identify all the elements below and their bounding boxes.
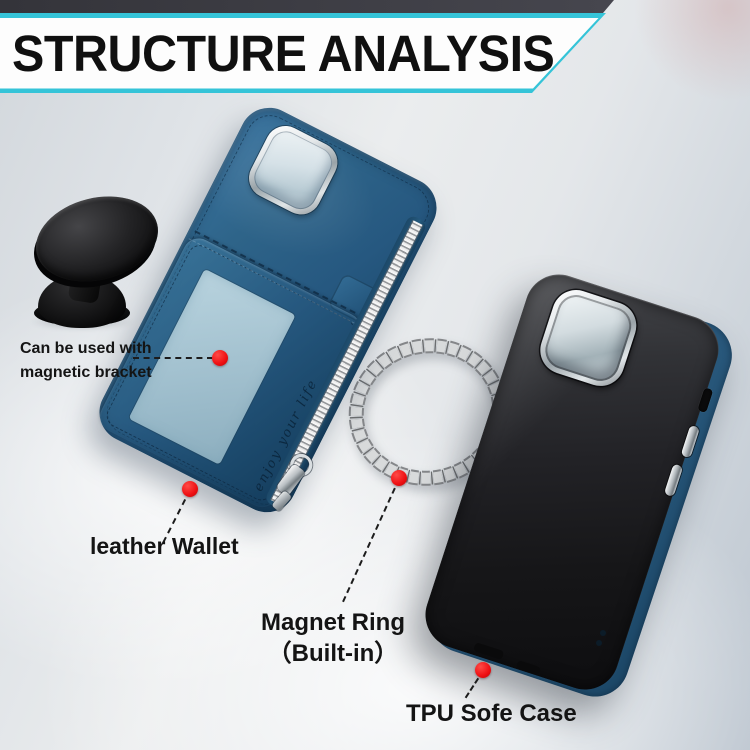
camera-cutout-ring-black (534, 283, 643, 393)
page-title: STRUCTURE ANALYSIS (12, 24, 555, 82)
label-magnet-ring: Magnet Ring （Built-in） (243, 607, 423, 669)
label-magnet-line2: （Built-in） (267, 640, 399, 667)
red-marker-dot-magnet (391, 470, 407, 486)
camera-cutout-opening-black (540, 290, 637, 386)
label-magnet-line1: Magnet Ring (261, 609, 405, 636)
red-marker-dot-wallet (182, 481, 198, 497)
title-banner (0, 13, 606, 93)
red-marker-dot-bracket (212, 350, 228, 366)
callout-line-bracket (133, 357, 213, 359)
note-bracket-line2: magnetic bracket (20, 364, 152, 381)
title-banner-inner (0, 18, 599, 89)
label-tpu-case: TPU Sofe Case (406, 700, 577, 727)
lanyard-hole (600, 630, 606, 636)
lanyard-hole (596, 640, 602, 646)
note-magnetic-bracket: Can be used with magnetic bracket (20, 337, 152, 385)
label-leather-wallet: leather Wallet (90, 533, 239, 559)
red-marker-dot-tpu (475, 662, 491, 678)
note-bracket-line1: Can be used with (20, 340, 152, 357)
top-accent-strip (0, 0, 614, 13)
